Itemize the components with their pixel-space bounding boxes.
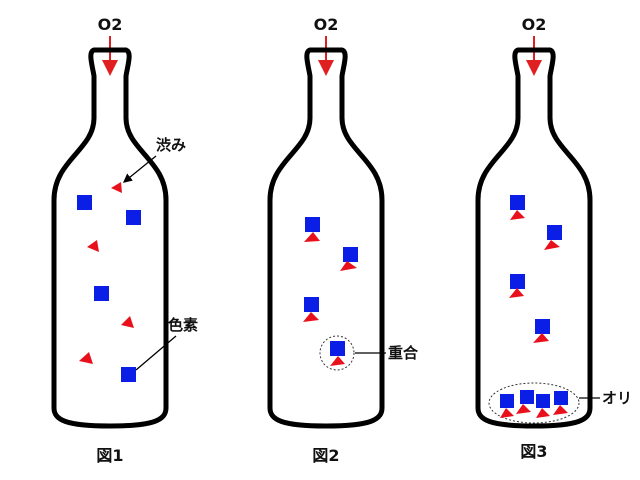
tannin-triangle: [544, 240, 560, 250]
pigment-square: [94, 286, 109, 301]
annotation-leader: [122, 155, 157, 183]
tannin-triangle: [533, 333, 549, 343]
tannin-triangle: [87, 240, 99, 252]
pigment-square: [77, 195, 92, 210]
bottle-outline: [267, 47, 385, 429]
annotation-pigment: 色素: [168, 316, 198, 334]
pigment-square: [304, 297, 319, 312]
tannin-triangle: [500, 408, 514, 418]
tannin-triangle: [304, 232, 320, 242]
pigment-square: [126, 210, 141, 225]
pigment-square: [121, 367, 136, 382]
pigment-square: [510, 195, 525, 210]
oxygen-label: O2: [314, 15, 339, 34]
tannin-triangle: [516, 404, 531, 414]
sediment-highlight: [488, 382, 580, 424]
figure-caption: 図2: [312, 446, 339, 465]
oxygen-label: O2: [98, 15, 123, 34]
tannin-triangle: [79, 352, 93, 364]
pigment-square: [510, 274, 525, 289]
pigment-square: [305, 217, 320, 232]
figure-caption: 図1: [96, 446, 123, 465]
annotation-sediment: オリ: [602, 389, 632, 407]
figure-2: O2 重合 図2: [267, 15, 419, 465]
annotation-leader: [135, 335, 177, 371]
pigment-square: [500, 394, 514, 408]
annotation-tannin: 渋み: [156, 136, 186, 154]
tannin-triangle: [340, 261, 357, 271]
tannin-triangle: [303, 312, 319, 322]
tannin-triangle: [111, 182, 122, 193]
tannin-triangle: [509, 288, 524, 298]
tannin-triangle: [121, 316, 134, 328]
bottle-outline: [475, 47, 593, 429]
figure-3: O2 オリ 図3: [475, 15, 632, 461]
pigment-square: [520, 390, 534, 404]
pigment-square: [547, 225, 562, 240]
pigment-square: [554, 391, 568, 405]
oxygen-label: O2: [522, 15, 547, 34]
figure-1: O2 渋み 色素 図1: [51, 15, 198, 465]
pigment-square: [343, 247, 358, 262]
annotation-polymer: 重合: [388, 344, 419, 362]
tannin-triangle: [330, 356, 345, 366]
pigment-square: [535, 319, 550, 334]
pigment-square: [536, 394, 550, 408]
polymer-highlight: [319, 335, 355, 371]
tannin-triangle: [536, 408, 550, 418]
tannin-triangle: [553, 405, 568, 415]
pigment-square: [330, 341, 345, 356]
bottle-outline: [51, 47, 169, 429]
figure-caption: 図3: [520, 442, 547, 461]
tannin-triangle: [510, 210, 525, 220]
